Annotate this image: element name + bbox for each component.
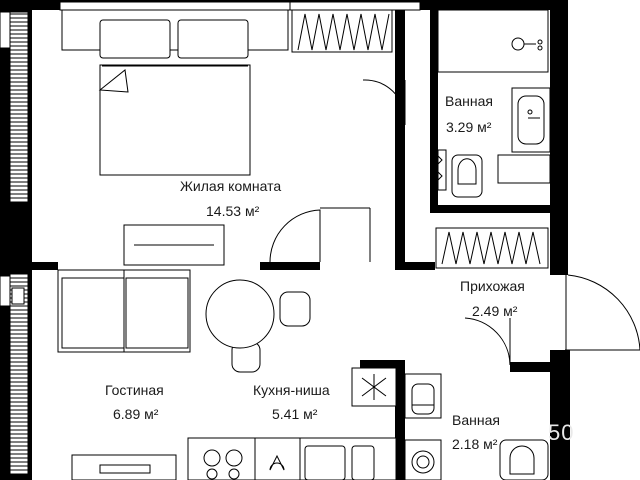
room-name-bedroom: Жилая комната [180,178,282,194]
entry-door [565,274,640,351]
wardrobe-hall [435,227,549,269]
room-area-living: 6.89 м² [113,406,159,422]
room-area-bath1: 3.29 м² [446,119,492,135]
room-name-living: Гостиная [105,382,164,398]
room-area-bedroom: 14.53 м² [206,203,260,219]
room-name-kitchen: Кухня-ниша [253,382,330,398]
wardrobe-bedroom [291,9,393,53]
tv-cabinet [71,454,177,480]
room-area-kitchen: 5.41 м² [272,406,318,422]
sofa [57,269,191,353]
bed [61,9,289,176]
bedroom-door [269,207,371,263]
bath2-door [464,317,511,366]
room-name-hall: Прихожая [460,278,525,294]
kitchen-counter [187,367,397,480]
room-area-hall: 2.49 м² [472,303,518,319]
desk [123,224,225,266]
room-name-bath2: Ванная [452,412,500,428]
shower [437,9,549,73]
dining-table [205,279,311,373]
room-area-bath2: 2.18 м² [452,436,498,452]
bath2-fixtures [404,373,549,480]
bath1-sink [511,87,551,153]
top-window [59,1,421,11]
room-name-bath1: Ванная [445,93,493,109]
bath1-toilet [433,149,551,198]
watermark: 50 [548,420,575,445]
bath1-door [362,79,406,125]
left-windows [0,11,29,475]
